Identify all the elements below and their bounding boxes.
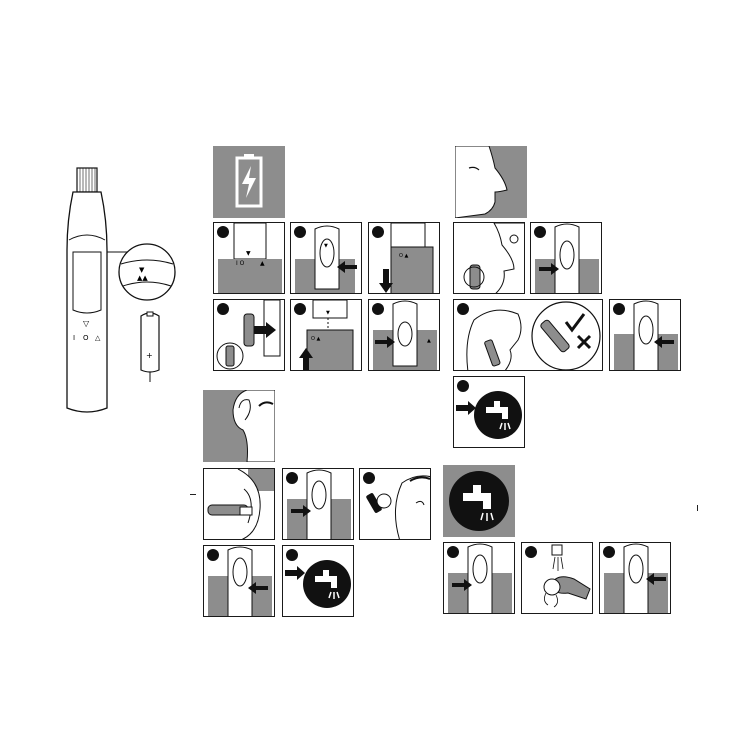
- step-marker: [613, 303, 625, 315]
- battery-step-6: ▲: [368, 299, 440, 371]
- svg-text:▲: ▲: [260, 260, 265, 267]
- step-marker: [525, 546, 537, 558]
- step-marker: [217, 226, 229, 238]
- step-marker: [207, 549, 219, 561]
- ear-step-4: [203, 545, 275, 617]
- step-marker: [286, 549, 298, 561]
- step-marker: [457, 303, 469, 315]
- svg-text:O ▲: O ▲: [399, 253, 409, 259]
- svg-text:▼: ▼: [139, 266, 145, 274]
- battery-plus-sign: +: [146, 351, 153, 360]
- step-marker: [603, 546, 615, 558]
- nose-step-4: [609, 299, 681, 371]
- step-marker: [372, 303, 384, 315]
- ear-step-2: [282, 468, 354, 540]
- battery-step-3: O ▲: [368, 222, 440, 294]
- cleaning-section-header: [443, 465, 515, 537]
- step-marker: [217, 303, 229, 315]
- cleaning-step-1: [443, 542, 515, 614]
- cleaning-step-2: [521, 542, 593, 614]
- battery-step-2: ▼: [290, 222, 362, 294]
- nose-section-header: [455, 146, 527, 218]
- step-marker: [447, 546, 459, 558]
- nose-step-2: [530, 222, 602, 294]
- nose-rinse-step: [453, 376, 525, 448]
- step-marker: [372, 226, 384, 238]
- ear-section-header: [203, 390, 275, 462]
- trimmer-device-drawing: ▽ I O △ ▼ ▲▲ +: [66, 167, 176, 413]
- step-marker: [457, 380, 469, 392]
- crop-mark-right: [697, 505, 698, 511]
- crop-mark-left: [190, 494, 196, 495]
- battery-section-header: [213, 146, 285, 218]
- step-marker: [294, 226, 306, 238]
- step-marker: [286, 472, 298, 484]
- symbol-down: ▽: [83, 319, 90, 328]
- ear-step-1: [203, 468, 275, 540]
- symbol-on: I: [73, 334, 75, 342]
- ear-rinse-step: [282, 545, 354, 617]
- svg-text:I O: I O: [236, 260, 245, 267]
- trimmer-overview: ▽ I O △ ▼ ▲▲ +: [55, 160, 185, 420]
- battery-step-4: [213, 299, 285, 371]
- symbol-off: O: [83, 334, 89, 342]
- water-tap-icon: [449, 471, 509, 531]
- svg-text:▲: ▲: [427, 338, 431, 344]
- battery-step-5: ▼ O ▲: [290, 299, 362, 371]
- step-marker: [534, 226, 546, 238]
- battery-step-1: ▼ I O ▲: [213, 222, 285, 294]
- symbol-up: △: [95, 334, 101, 342]
- battery-charge-icon: [235, 154, 263, 208]
- svg-text:▼: ▼: [324, 243, 328, 249]
- svg-text:O ▲: O ▲: [311, 336, 321, 342]
- ear-profile-icon: [232, 390, 275, 462]
- ear-step-3: [359, 468, 431, 540]
- cleaning-step-3: [599, 542, 671, 614]
- step-marker: [294, 303, 306, 315]
- step-marker: [363, 472, 375, 484]
- svg-text:▼: ▼: [326, 310, 330, 316]
- svg-text:▲▲: ▲▲: [137, 274, 148, 282]
- nose-step-3: [453, 299, 603, 371]
- svg-text:▼: ▼: [246, 250, 251, 257]
- nose-step-1: [453, 222, 525, 294]
- nose-profile-icon: [455, 146, 508, 218]
